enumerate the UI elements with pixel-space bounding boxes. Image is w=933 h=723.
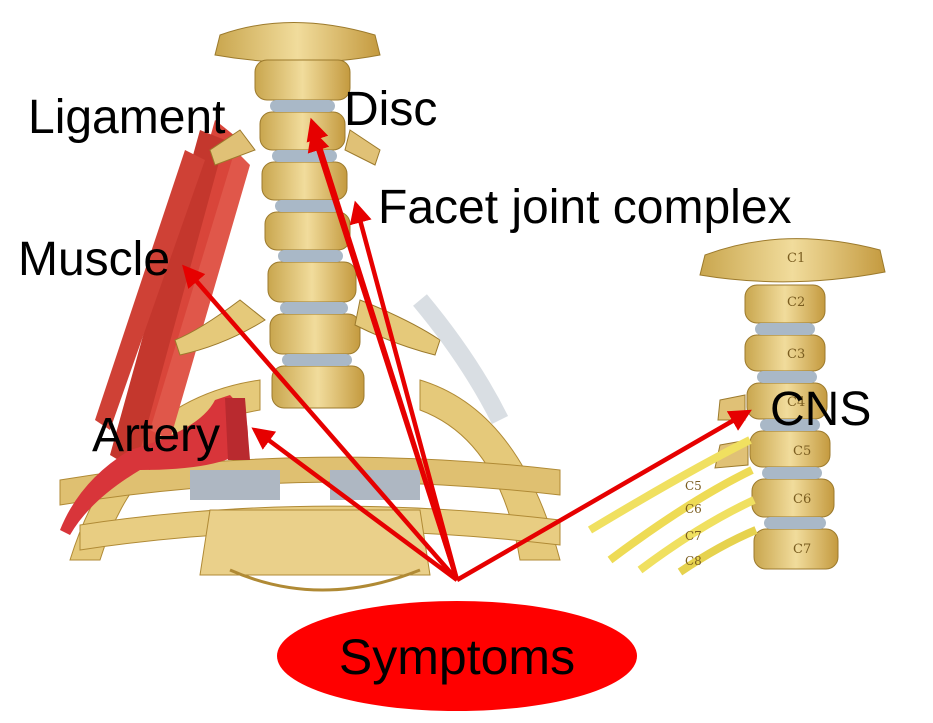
nerve-marker-c5: C5 — [685, 479, 702, 493]
label-ligament: Ligament — [28, 94, 225, 142]
vertebra-marker-c3: C3 — [787, 347, 805, 362]
vertebra-marker-c2: C2 — [787, 295, 805, 310]
vertebra-marker-c1: C1 — [787, 251, 805, 266]
label-facet-joint-complex: Facet joint complex — [378, 184, 792, 232]
nerve-marker-c6: C6 — [685, 502, 702, 516]
label-disc: Disc — [344, 86, 437, 134]
vertebra-marker-c5: C5 — [793, 444, 811, 459]
label-muscle: Muscle — [18, 236, 170, 284]
nerve-marker-c7: C7 — [685, 529, 702, 543]
label-symptoms: Symptoms — [275, 602, 639, 712]
vertebra-marker-c7: C7 — [793, 542, 811, 557]
label-artery: Artery — [92, 412, 220, 460]
nerve-marker-c8: C8 — [685, 554, 702, 568]
vertebra-marker-c6: C6 — [793, 492, 811, 507]
label-cns: CNS — [770, 386, 871, 434]
